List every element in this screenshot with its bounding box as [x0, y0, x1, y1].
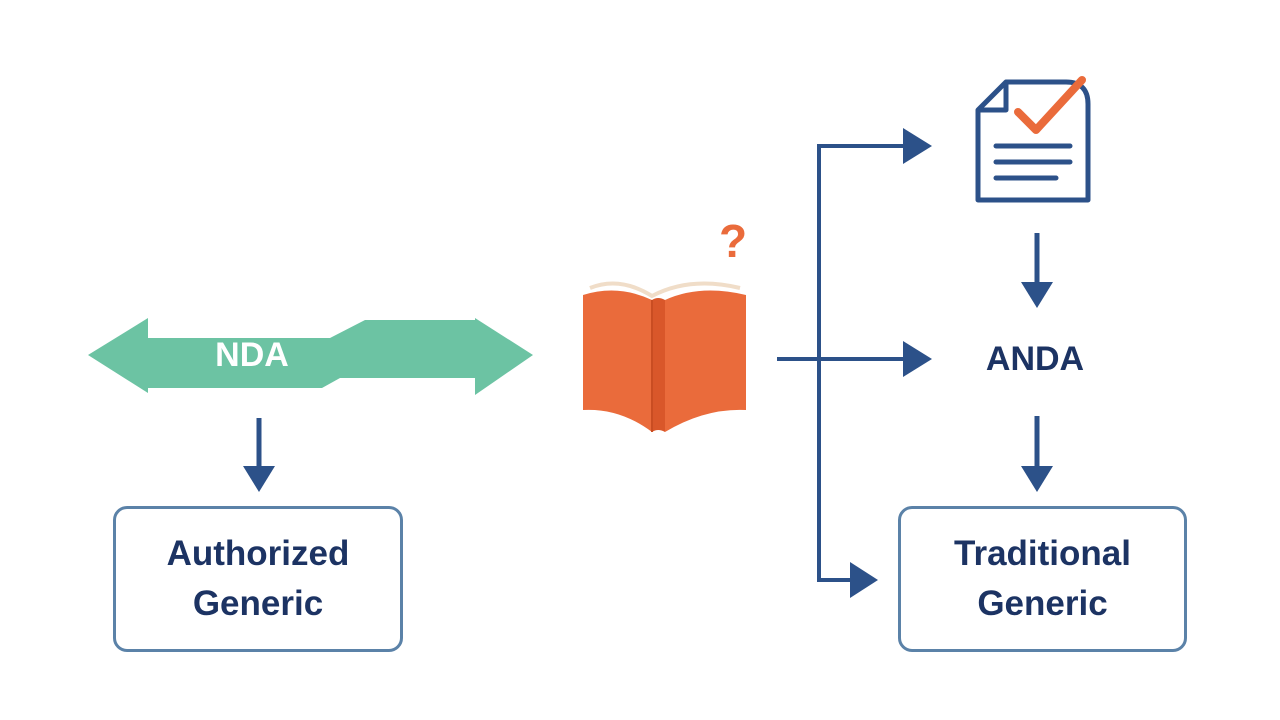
question-mark-icon: ? — [718, 215, 748, 267]
authorized-generic-line-2: Generic — [192, 584, 324, 623]
nda-double-arrow — [88, 318, 533, 395]
branch-connector — [777, 128, 932, 598]
traditional-generic-line-1: Traditional — [954, 534, 1131, 573]
authorized-generic-line-1: Authorized — [166, 534, 350, 573]
checked-document-icon — [975, 76, 1091, 203]
traditional-generic-line-2: Generic — [977, 584, 1108, 623]
open-book-icon — [583, 281, 746, 432]
nda-label: NDA — [215, 336, 289, 374]
traditional-generic-box: Traditional Generic — [898, 506, 1187, 652]
anda-label: ANDA — [985, 340, 1085, 378]
authorized-generic-box: Authorized Generic — [113, 506, 403, 652]
arrow-document-to-anda — [1021, 233, 1053, 308]
arrow-nda-to-authorized — [243, 418, 275, 492]
arrow-anda-to-traditional — [1021, 416, 1053, 492]
